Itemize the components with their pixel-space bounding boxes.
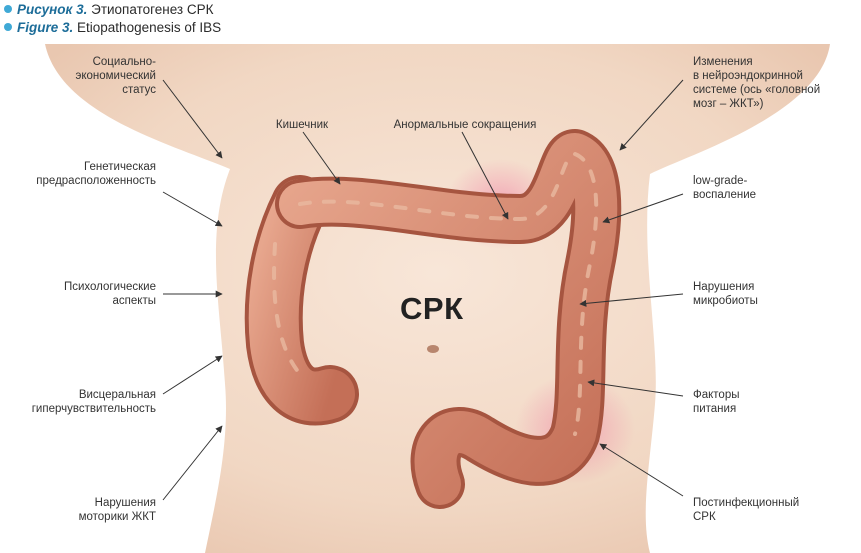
label-intestine: Кишечник (275, 119, 329, 131)
label-abnormal-contractions: Анормальные сокращения (393, 119, 537, 131)
arrow-microbiota (579, 293, 684, 307)
label-inflammation: low-grade-воспаление (693, 175, 757, 201)
arrow-socioeconomic (162, 79, 223, 159)
arrow-inflammation (602, 193, 684, 224)
caption-ru-label: Рисунок 3. (17, 2, 88, 17)
navel (427, 345, 439, 353)
arrow-postinfectious (599, 443, 684, 497)
caption-ru-text: Этиопатогенез СРК (91, 2, 214, 17)
bullet-icon (4, 5, 12, 13)
pointer-arrows (162, 79, 684, 501)
caption-ru: Рисунок 3. Этиопатогенез СРК (4, 2, 213, 18)
arrow-neuroendocrine (619, 79, 684, 151)
arrow-intestine (302, 131, 341, 185)
bullet-icon (4, 23, 12, 31)
arrow-abnormal-contractions (461, 131, 509, 220)
arrow-motility (162, 425, 223, 501)
arrow-genetic (162, 191, 223, 227)
center-label-srk: СРК (400, 291, 464, 326)
caption-en-label: Figure 3. (17, 20, 74, 35)
anatomy-illustration (0, 44, 861, 553)
colon (244, 129, 622, 509)
caption-en-text: Etiopathogenesis of IBS (77, 20, 222, 35)
arrow-nutrition (587, 379, 684, 397)
arrow-visceral (162, 355, 223, 395)
caption-en: Figure 3. Etiopathogenesis of IBS (4, 20, 221, 36)
